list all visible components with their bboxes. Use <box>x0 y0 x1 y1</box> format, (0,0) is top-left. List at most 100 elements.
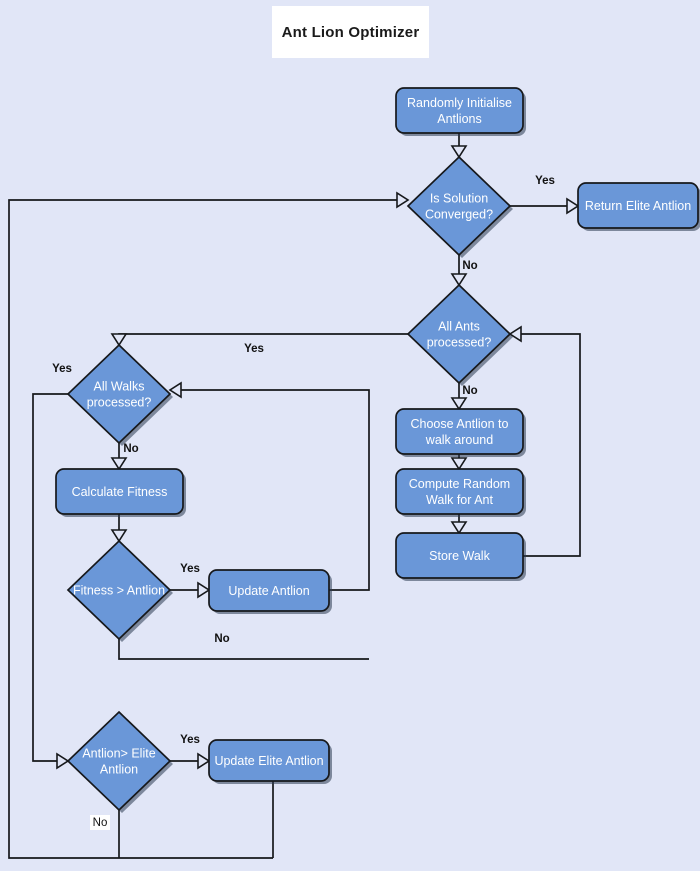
edge-compute-to-store <box>450 514 468 535</box>
node-shape-rect <box>395 87 524 134</box>
svg-text:Yes: Yes <box>180 563 200 575</box>
node-choose_antlion[interactable]: Choose Antlion to walk around <box>395 408 526 457</box>
node-label-update_elite: Update Elite Antlion <box>214 754 323 768</box>
svg-text:No: No <box>214 633 229 645</box>
node-label-store_walk: Store Walk <box>429 549 490 563</box>
edge-label-allwalks-no-calc: No <box>123 443 138 455</box>
edge-fitness-yes-update <box>170 581 211 599</box>
edge-converged-no-allants <box>450 255 468 287</box>
edge-allants-yes-allwalks <box>110 333 408 347</box>
arrowhead-down <box>450 273 468 287</box>
node-label-all_ants: All Ants <box>438 320 480 334</box>
node-update_antlion[interactable]: Update Antlion <box>208 569 332 614</box>
node-label-choose_antlion: walk around <box>425 433 493 447</box>
node-label-all_ants: processed? <box>427 336 492 350</box>
edge-converged-yes-return <box>510 197 580 215</box>
node-shape-rect <box>208 569 330 612</box>
arrowhead-down <box>450 457 468 471</box>
edge-label-fitness-yes-update: Yes <box>180 563 200 575</box>
edge-label-elite-yes-update: Yes <box>180 734 200 746</box>
node-calc_fitness[interactable]: Calculate Fitness <box>55 468 186 517</box>
arrowhead-left <box>168 381 182 399</box>
edge-label-fitness-no-loop: No <box>214 633 229 645</box>
arrowhead-down <box>450 521 468 535</box>
node-shape-rect <box>395 532 524 579</box>
edge-label-allwalks-yes-outer: Yes <box>52 363 72 375</box>
node-update_elite[interactable]: Update Elite Antlion <box>208 739 332 784</box>
edge-store-loop-allants <box>508 325 581 557</box>
edge-label-converged-no-allants: No <box>462 260 477 272</box>
node-label-compute_walk: Compute Random <box>409 477 510 491</box>
node-label-init: Antlions <box>437 112 481 126</box>
node-label-all_walks: processed? <box>87 396 152 410</box>
edge-init-to-converged <box>450 133 468 159</box>
page-title: Ant Lion Optimizer <box>281 23 420 41</box>
node-all_ants[interactable]: All Ants processed? <box>406 283 513 386</box>
node-shape-diamond <box>406 283 512 385</box>
arrowhead-right <box>197 752 211 770</box>
node-all_walks[interactable]: All Walks processed? <box>66 343 173 446</box>
edge-label-elite-no-down: No <box>90 815 110 830</box>
svg-text:No: No <box>123 443 138 455</box>
svg-text:No: No <box>93 817 108 829</box>
diagram-title-box: Ant Lion Optimizer <box>272 6 429 58</box>
node-label-converged: Converged? <box>425 208 493 222</box>
node-label-update_antlion: Update Antlion <box>228 584 309 598</box>
svg-text:Yes: Yes <box>180 734 200 746</box>
edge-allwalks-yes-outer <box>32 393 70 770</box>
node-label-return_elite: Return Elite Antlion <box>585 199 691 213</box>
node-label-choose_antlion: Choose Antlion to <box>411 417 509 431</box>
edge-label-allants-no-choose: No <box>462 385 477 397</box>
edge-allwalks-no-calc <box>110 443 128 471</box>
edge-allants-no-choose <box>450 383 468 411</box>
node-label-antlion_elite: Antlion <box>100 763 138 777</box>
node-shape-rect <box>395 468 524 515</box>
node-store_walk[interactable]: Store Walk <box>395 532 526 581</box>
edge-bottom-rail-to-converged <box>8 191 410 859</box>
node-shape-rect <box>55 468 184 515</box>
node-label-antlion_elite: Antlion> Elite <box>82 747 155 761</box>
edge-label-allants-yes-allwalks: Yes <box>244 343 264 355</box>
arrowhead-left <box>508 325 522 343</box>
node-shape-rect <box>208 739 330 782</box>
edge-label-converged-yes-return: Yes <box>535 175 555 187</box>
arrowhead-down <box>110 529 128 543</box>
svg-text:No: No <box>462 385 477 397</box>
node-shape-diamond <box>66 710 172 812</box>
node-label-fitness_cmp: Fitness > Antlion <box>73 584 165 598</box>
node-shape-diamond <box>66 343 172 445</box>
node-return_elite[interactable]: Return Elite Antlion <box>577 182 700 231</box>
arrowhead-down <box>450 145 468 159</box>
svg-text:No: No <box>462 260 477 272</box>
arrowhead-down <box>450 397 468 411</box>
arrowhead-right <box>396 191 410 209</box>
svg-text:Yes: Yes <box>244 343 264 355</box>
edge-fitness-no-loop <box>118 639 369 660</box>
arrowhead-down <box>110 457 128 471</box>
node-label-calc_fitness: Calculate Fitness <box>72 485 168 499</box>
node-shape-rect <box>577 182 699 229</box>
edge-elite-yes-update <box>170 752 211 770</box>
node-shape-diamond <box>406 155 512 257</box>
arrowhead-down <box>110 333 128 347</box>
svg-text:Yes: Yes <box>52 363 72 375</box>
node-label-init: Randomly Initialise <box>407 96 512 110</box>
node-shape-diamond <box>66 539 172 641</box>
edges-layer <box>8 133 581 859</box>
svg-text:Yes: Yes <box>535 175 555 187</box>
node-label-all_walks: All Walks <box>94 380 145 394</box>
node-shape-rect <box>395 408 524 455</box>
edge-update-antlion-loop <box>168 381 370 591</box>
node-fitness_cmp[interactable]: Fitness > Antlion <box>66 539 173 642</box>
node-label-compute_walk: Walk for Ant <box>426 493 493 507</box>
arrowhead-right <box>566 197 580 215</box>
edge-calc-to-fitness <box>110 514 128 543</box>
node-label-converged: Is Solution <box>430 192 488 206</box>
